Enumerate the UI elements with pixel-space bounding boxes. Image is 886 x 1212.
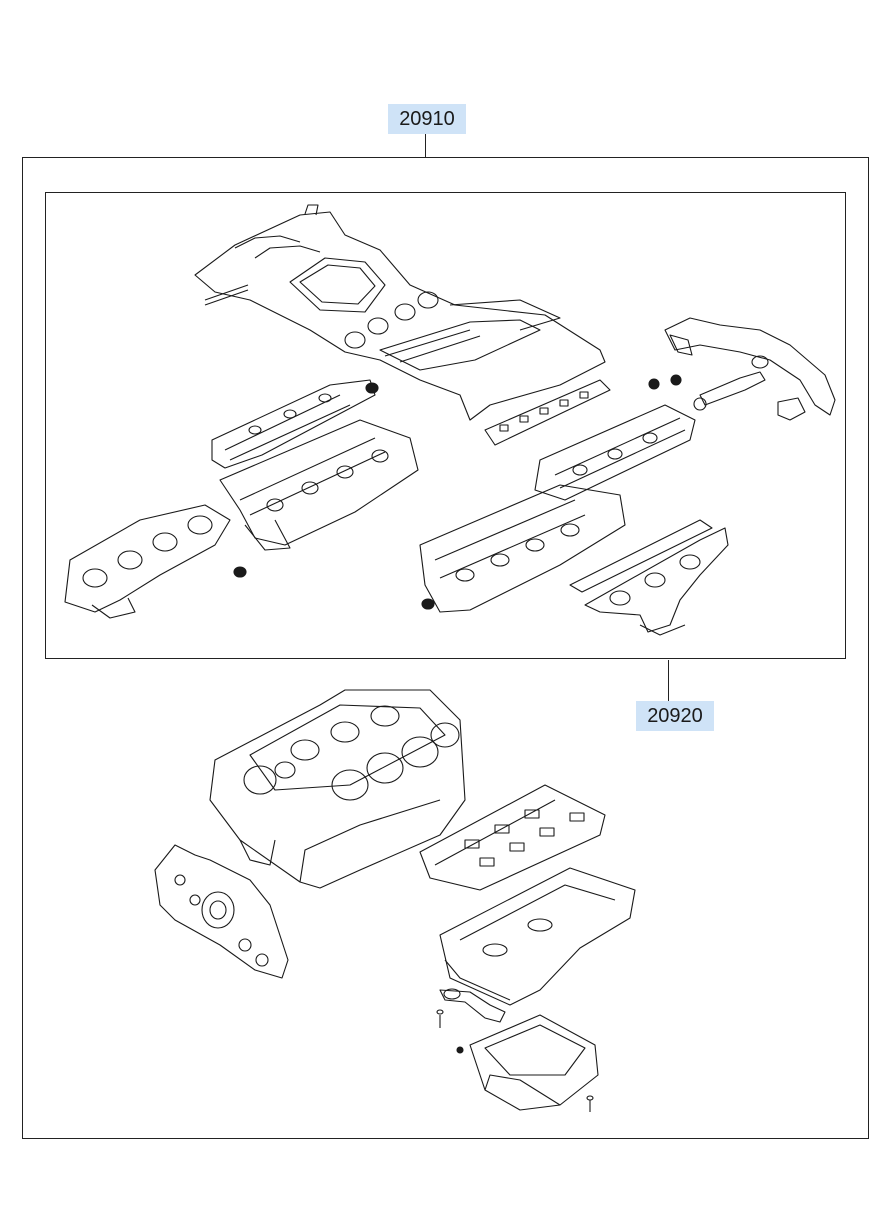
timing-cover[interactable]	[154, 844, 289, 979]
oil-strainer[interactable]	[436, 988, 506, 1054]
callout-20910-leader	[425, 134, 426, 158]
intake-manifold[interactable]	[194, 204, 606, 421]
exhaust-manifold-right[interactable]	[569, 519, 729, 636]
engine-block[interactable]	[209, 689, 466, 889]
ladder-frame[interactable]	[419, 784, 606, 891]
callout-20920[interactable]: 20920	[636, 701, 714, 731]
valve-cover-left[interactable]	[211, 379, 379, 469]
kit-20910-frame	[22, 157, 869, 1139]
kit-20920-frame	[45, 192, 846, 659]
callout-20910[interactable]: 20910	[388, 104, 466, 134]
exhaust-manifold-left[interactable]	[64, 504, 247, 619]
callout-20920-leader	[668, 660, 669, 701]
upper-oil-pan[interactable]	[439, 867, 636, 1006]
cylinder-head-right[interactable]	[419, 484, 626, 613]
coolant-pipe[interactable]	[648, 317, 836, 421]
cylinder-head-left[interactable]	[219, 419, 419, 551]
intake-gasket-right[interactable]	[484, 379, 611, 446]
lower-oil-pan[interactable]	[469, 1014, 599, 1112]
valve-cover-right[interactable]	[534, 404, 696, 501]
